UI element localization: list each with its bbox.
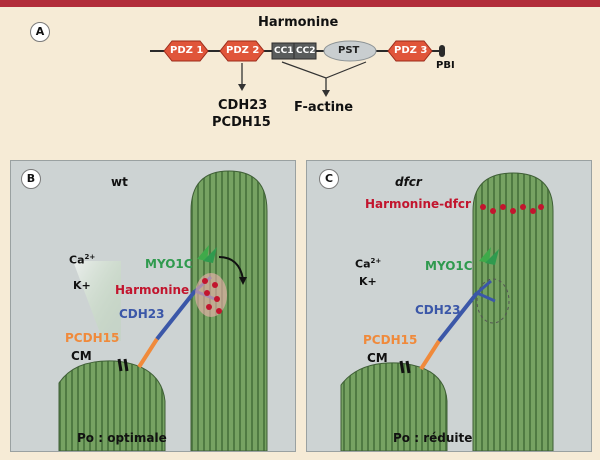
cc1-label: CC1: [274, 46, 294, 56]
short-stereocilium: [58, 360, 166, 451]
harmonine-dot: [206, 304, 212, 310]
pbi-label: PBI: [436, 60, 455, 71]
harmonine-dfcr-dot: [530, 208, 536, 214]
cdh23-label: CDH23: [415, 303, 461, 317]
tall-stereocilium: [190, 170, 268, 451]
harmonine-dot: [202, 278, 208, 284]
harmonine-dfcr-dot: [520, 204, 526, 210]
panel-c-dfcr-mutant: C dfcr Harmonine-dfcr Ca2+ K+ MYO1C CDH2…: [306, 160, 592, 452]
cm-mark-2: [405, 360, 411, 374]
pst-label: PST: [338, 45, 360, 56]
cdh23-link: [155, 289, 197, 341]
ion-flux-cone: [73, 261, 121, 341]
po-optimal-caption: Po : optimale: [77, 431, 167, 445]
cdh23-label: CDH23: [119, 307, 165, 321]
cm-label: CM: [71, 349, 92, 363]
pcdh15-link: [419, 339, 441, 371]
myo1c-label: MYO1C: [425, 259, 473, 273]
short-stereocilium: [340, 362, 448, 451]
pdz2-domain: [219, 40, 265, 62]
harmonine-dot: [216, 308, 222, 314]
po-reduced-caption: Po : réduite: [393, 431, 473, 445]
pcdh15-label: PCDH15: [65, 331, 120, 345]
factine-binding-label: F-actine: [294, 100, 354, 115]
cm-mark-2: [123, 358, 129, 372]
harmonine-title: Harmonine: [258, 15, 339, 30]
harmonine-cluster: [195, 273, 227, 317]
panel-b-wildtype: B wt Ca2+ K+ MYO1C Harmonine CDH23 PCDH1…: [10, 160, 296, 452]
pst-domain: [323, 40, 377, 62]
panel-b-label: B: [21, 169, 41, 189]
cdh23-link: [437, 291, 479, 343]
myo1c-label: MYO1C: [145, 257, 193, 271]
myo1c-motor: [197, 245, 209, 261]
myo1c-motor: [479, 247, 491, 263]
missing-harmonine-cluster: [476, 278, 510, 324]
calcium-ion-label: Ca2+: [355, 257, 382, 271]
harmonine-label: Harmonine: [115, 283, 190, 297]
cm-label: CM: [367, 351, 388, 365]
dfcr-condition: dfcr: [395, 175, 422, 189]
harmonine-dfcr-label: Harmonine-dfcr: [365, 197, 471, 211]
potassium-ion-label: K+: [359, 275, 377, 288]
arrow-pdz2-head: [238, 84, 246, 91]
myo1c-motor: [203, 247, 217, 263]
harmonine-dfcr-dot: [480, 204, 486, 210]
pcdh15-binding-label: PCDH15: [212, 115, 271, 130]
pcdh15-link: [137, 337, 159, 369]
potassium-ion-label: K+: [73, 279, 91, 292]
cdh23-binding-label: CDH23: [218, 98, 268, 113]
harmonine-dfcr-dot: [538, 204, 544, 210]
cc2-label: CC2: [296, 46, 316, 56]
curved-arrow: [218, 256, 244, 280]
harmonine-dfcr-dot: [510, 208, 516, 214]
pcdh15-label: PCDH15: [363, 333, 418, 347]
harmonine-dfcr-dot: [490, 208, 496, 214]
myo1c-motor: [485, 249, 499, 265]
cdh23-branch-2: [476, 291, 496, 303]
cc2-domain: [293, 42, 317, 60]
panel-b-illustration: [58, 170, 268, 451]
panel-a-domain-structure: A Harmonine PDZ 1 PDZ 2 CC1 CC2 PST PDZ …: [10, 12, 590, 162]
harmonine-dot: [212, 282, 218, 288]
panel-c-label: C: [319, 169, 339, 189]
panel-c-illustration: [340, 172, 554, 451]
top-accent-bar: [0, 0, 600, 7]
domain-diagram: [150, 40, 445, 97]
tall-stereocilium: [472, 172, 554, 451]
pdz1-domain: [163, 40, 209, 62]
cm-mark-1: [117, 358, 123, 372]
pbi-motif: [439, 45, 445, 57]
pdz1-label: PDZ 1: [170, 45, 204, 56]
cdh23-branch-1: [476, 279, 492, 295]
harmonine-dfcr-dot: [500, 204, 506, 210]
pdz3-label: PDZ 3: [394, 45, 428, 56]
pdz2-label: PDZ 2: [226, 45, 260, 56]
wt-condition: wt: [111, 175, 128, 189]
harmonine-dot: [214, 296, 220, 302]
cm-mark-1: [399, 360, 405, 374]
pdz3-domain: [387, 40, 433, 62]
bracket-factine: [281, 61, 367, 79]
curved-arrow-head: [239, 277, 247, 285]
panel-a-label: A: [30, 22, 50, 42]
calcium-ion-label: Ca2+: [69, 253, 96, 267]
arrow-factine-head: [322, 90, 330, 97]
harmonine-dot: [204, 290, 210, 296]
